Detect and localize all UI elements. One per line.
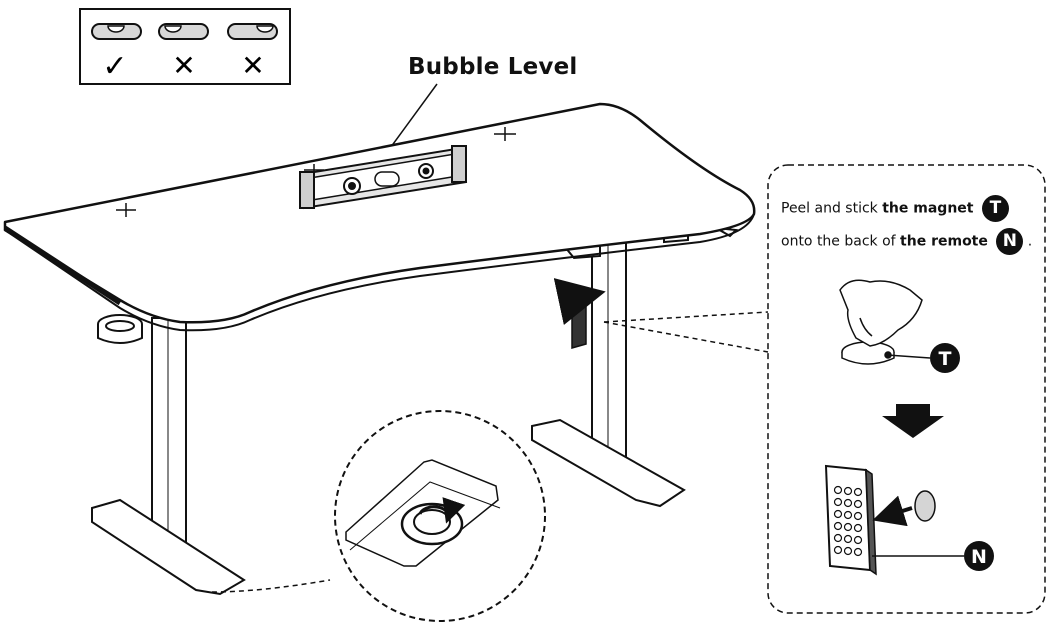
instruction-prefix-1: Peel and stick [781,200,878,217]
bubble-level-tool [299,145,468,210]
svg-text:T: T [939,348,952,370]
peel-magnet-illustration [839,279,931,365]
remote-inline-badge: N [996,228,1024,255]
level-check-panel: ✓ ✕ ✕ [79,8,291,85]
bubble-level-label: Bubble Level [408,54,578,80]
rear-foot [531,418,686,508]
magnet-inline-badge: T [981,195,1009,222]
bubble-vial-level [91,23,142,40]
desk-frame [91,227,739,596]
front-foot [91,498,246,596]
front-leg-column [151,317,187,549]
instruction-line-1: Peel and stick the magnet T [781,195,1009,222]
cross-mark-left: ✕ [172,49,195,82]
detail-leaders [211,311,769,593]
bubble-vial-right [227,23,278,40]
magnet-badge: T [930,343,960,373]
cross-mark-right: ✕ [241,49,264,82]
remote-on-leg [553,278,606,349]
leveling-foot-detail [334,410,546,622]
desk-top [3,102,756,332]
check-mark: ✓ [102,49,127,84]
cup-holder [97,314,143,344]
instruction-bold-magnet: the magnet [882,200,974,217]
magnet-disc [914,490,936,522]
instruction-bold-remote: the remote [900,233,988,250]
instruction-line-2: onto the back of the remote N . [781,228,1032,255]
remote-illustration [824,464,964,576]
instruction-panel [767,164,1046,614]
svg-text:N: N [971,546,987,568]
bubble-vial-left [158,23,209,40]
rear-leg-column [591,239,627,463]
instruction-suffix: . [1027,233,1033,250]
placement-marks [116,127,516,217]
remote-badge: N [964,541,994,571]
instruction-prefix-2: onto the back of [781,233,896,250]
step-down-arrow [882,404,944,438]
callout-leader-line [387,83,438,152]
